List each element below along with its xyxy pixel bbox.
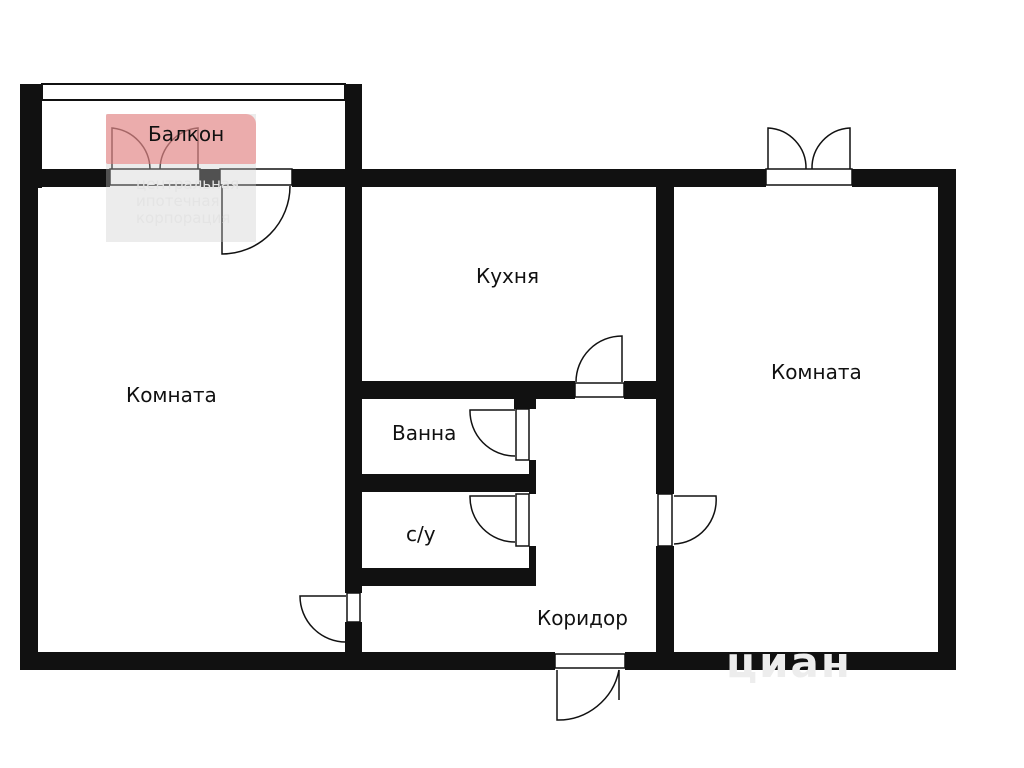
wall-corridor-left-lower bbox=[345, 622, 362, 670]
site-watermark: циан bbox=[726, 638, 852, 687]
watermark-line-2: ипотечная bbox=[136, 192, 220, 210]
wall-toilet-bottom bbox=[345, 568, 536, 586]
entrance-door-leaf bbox=[556, 669, 620, 721]
wall-top-left-2 bbox=[200, 169, 220, 187]
wall-left bbox=[20, 169, 38, 670]
label-toilet: с/у bbox=[406, 522, 436, 546]
doors bbox=[109, 127, 853, 721]
wall-kitchen-bottom-2 bbox=[624, 381, 674, 399]
toilet-door-frame bbox=[515, 493, 530, 547]
left-room-door-frame bbox=[346, 592, 361, 623]
right-room-window-frame bbox=[765, 168, 853, 186]
right-room-door-frame bbox=[657, 493, 673, 547]
label-bath: Ванна bbox=[392, 421, 457, 445]
wall-bottom-right bbox=[625, 652, 956, 670]
balcony-window-frame bbox=[109, 168, 201, 186]
wall-top-right bbox=[852, 169, 956, 187]
right-room-window-leaf-2 bbox=[811, 127, 851, 170]
label-balcony: Балкон bbox=[148, 122, 225, 146]
label-kitchen: Кухня bbox=[476, 264, 539, 288]
balcony-railing bbox=[41, 83, 346, 101]
left-room-door-leaf bbox=[299, 595, 347, 643]
wall-bottom-left bbox=[20, 652, 555, 670]
kitchen-door-leaf bbox=[575, 335, 623, 383]
bath-door-leaf bbox=[469, 409, 516, 457]
toilet-door-leaf bbox=[469, 495, 516, 543]
wall-bath-right-mid bbox=[529, 460, 536, 494]
kitchen-door-frame bbox=[574, 382, 625, 398]
balcony-wall-right bbox=[345, 84, 362, 188]
wall-kitchen-right bbox=[656, 169, 674, 494]
wall-top-left bbox=[20, 169, 110, 187]
wall-toilet-right-low bbox=[529, 546, 536, 586]
wall-right bbox=[938, 169, 956, 670]
wall-bath-bottom bbox=[345, 474, 536, 492]
wall-corridor-right-lower bbox=[656, 546, 674, 670]
wall-kitchen-bottom bbox=[345, 381, 575, 399]
label-room-right: Комната bbox=[771, 360, 862, 384]
balcony-wall-left bbox=[20, 84, 42, 188]
label-room-left: Комната bbox=[126, 383, 217, 407]
wall-top-left-3 bbox=[292, 169, 766, 187]
walls bbox=[20, 83, 956, 670]
balcony-door-leaf bbox=[221, 185, 291, 255]
watermark-logo bbox=[106, 114, 256, 164]
watermark-line-1: центральная bbox=[136, 175, 240, 193]
right-room-window-leaf-1 bbox=[767, 127, 807, 170]
wall-bath-right-top bbox=[514, 381, 536, 409]
entrance-door-frame bbox=[554, 653, 626, 669]
label-corridor: Коридор bbox=[537, 606, 628, 630]
watermark-line-3: корпорация bbox=[136, 209, 231, 227]
right-room-door-leaf bbox=[673, 495, 717, 545]
watermark-text: центральная ипотечная корпорация bbox=[136, 176, 239, 227]
bath-door-frame bbox=[515, 408, 530, 461]
balcony-door-frame bbox=[219, 168, 293, 186]
